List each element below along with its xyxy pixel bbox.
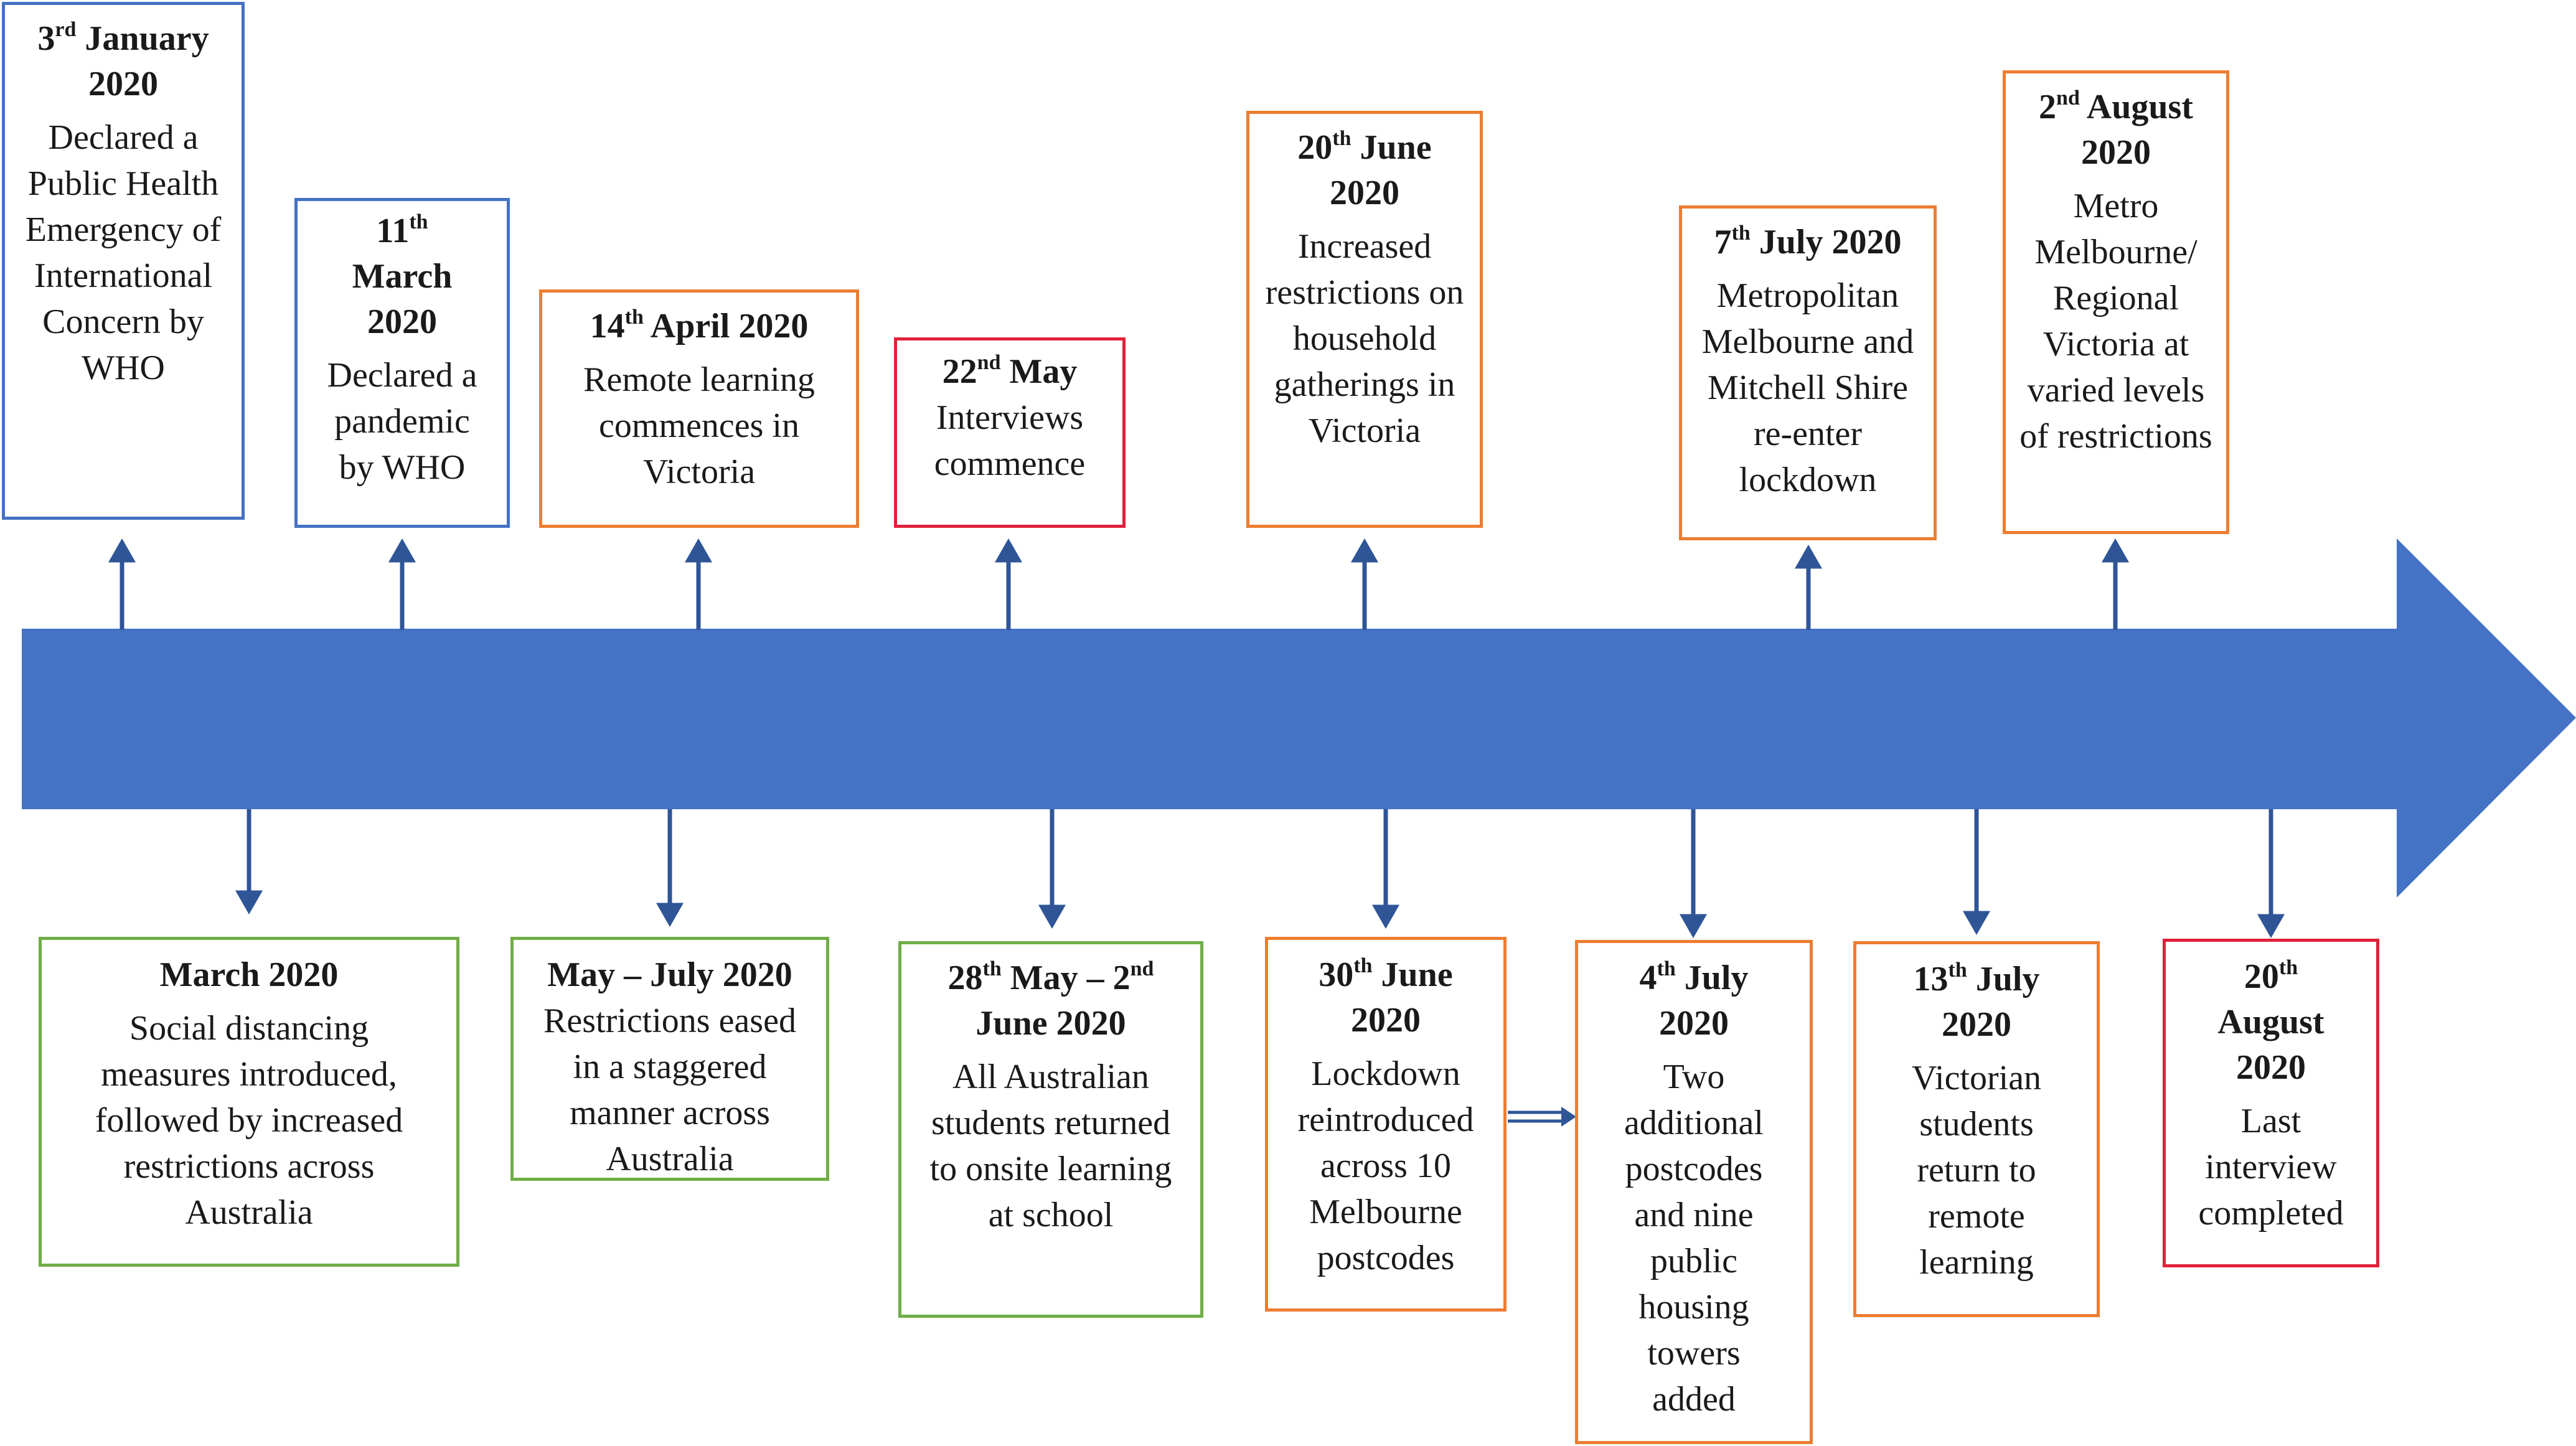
event-box-20-june-2020: 20th June 2020 Increased restrictions on…: [1246, 111, 1483, 528]
event-description: Victorian students return to remote lear…: [1911, 1059, 2042, 1282]
connector-top-5-head: [1350, 538, 1379, 563]
connector-top-2-head: [388, 538, 416, 563]
event-description: Social distancing measures introduced, f…: [95, 1009, 403, 1232]
event-date: 7th July 2020: [1714, 222, 1902, 262]
event-box-3-january-2020: 3rd January 2020 Declared a Public Healt…: [2, 2, 245, 520]
link-arrow-30june-to-4july: [1508, 1107, 1576, 1127]
event-box-30-june-2020: 30th June 2020 Lockdown reintroduced acr…: [1265, 937, 1507, 1312]
timeline-arrow: [22, 538, 2576, 898]
event-box-13-july-2020: 13th July 2020 Victorian students return…: [1853, 941, 2100, 1317]
event-description: All Australian students returned to onsi…: [929, 1058, 1172, 1234]
event-date: 3rd January 2020: [37, 18, 209, 104]
event-description: Declared a Public Health Emergency of In…: [25, 118, 222, 387]
event-box-march-2020: March 2020 Social distancing measures in…: [39, 937, 459, 1267]
event-description: Last interview completed: [2198, 1102, 2344, 1232]
event-date: 13th July 2020: [1913, 959, 2040, 1045]
connector-top-6-head: [1794, 544, 1823, 569]
connector-bottom-3-head: [1038, 904, 1066, 929]
connector-bottom-1-head: [235, 890, 263, 915]
connector-bottom-7-head: [2257, 914, 2285, 939]
event-date: 4th July 2020: [1639, 957, 1749, 1043]
event-description: Metro Melbourne/ Regional Victoria at va…: [2019, 187, 2212, 456]
connector-top-3-head: [684, 538, 713, 563]
connector-bottom-2-head: [656, 903, 684, 927]
connector-top-7-head: [2101, 538, 2130, 563]
connector-bottom-4-head: [1371, 904, 1400, 929]
top-connectors: [108, 538, 2130, 630]
event-date: 22nd May: [942, 351, 1078, 392]
event-date: 20th August 2020: [2217, 956, 2325, 1087]
event-date: 30th June 2020: [1319, 954, 1453, 1040]
bottom-connectors: [235, 809, 2285, 939]
event-description: Remote learning commences in Victoria: [583, 360, 815, 491]
connector-top-1-head: [108, 538, 136, 563]
event-date: March 2020: [159, 955, 339, 994]
event-description: Increased restrictions on household gath…: [1265, 227, 1464, 450]
connector-top-4-head: [994, 538, 1023, 563]
event-box-20-august-2020: 20th August 2020 Last interview complete…: [2163, 939, 2379, 1267]
event-date: 11th March 2020: [352, 210, 453, 342]
event-description: Interviews commence: [934, 398, 1086, 483]
event-box-22-may: 22nd May Interviews commence: [894, 337, 1126, 528]
connector-bottom-5-head: [1679, 914, 1708, 939]
event-box-28-may-2-june-2020: 28th May – 2nd June 2020 All Australian …: [898, 941, 1203, 1318]
event-description: Declared a pandemic by WHO: [327, 356, 477, 487]
event-box-7-july-2020: 7th July 2020 Metropolitan Melbourne and…: [1679, 205, 1937, 540]
event-box-11-march-2020: 11th March 2020 Declared a pandemic by W…: [294, 198, 510, 528]
event-date: 28th May – 2nd June 2020: [947, 957, 1154, 1043]
event-box-14-april-2020: 14th April 2020 Remote learning commence…: [539, 289, 859, 528]
event-description: Metropolitan Melbourne and Mitchell Shir…: [1701, 276, 1914, 499]
event-date: 2nd August 2020: [2039, 87, 2193, 172]
event-box-4-july-2020: 4th July 2020 Two additional postcodes a…: [1575, 940, 1813, 1444]
event-date: May – July 2020: [547, 955, 792, 994]
event-box-2-august-2020: 2nd August 2020 Metro Melbourne/ Regiona…: [2003, 70, 2229, 534]
event-description: Lockdown reintroduced across 10 Melbourn…: [1297, 1054, 1474, 1277]
event-description: Restrictions eased in a staggered manner…: [543, 1002, 796, 1178]
event-description: Two additional postcodes and nine public…: [1624, 1058, 1764, 1419]
event-box-may-july-2020: May – July 2020 Restrictions eased in a …: [510, 937, 829, 1181]
event-date: 14th April 2020: [590, 306, 809, 346]
connector-bottom-6-head: [1962, 911, 1991, 936]
event-date: 20th June 2020: [1297, 127, 1432, 213]
